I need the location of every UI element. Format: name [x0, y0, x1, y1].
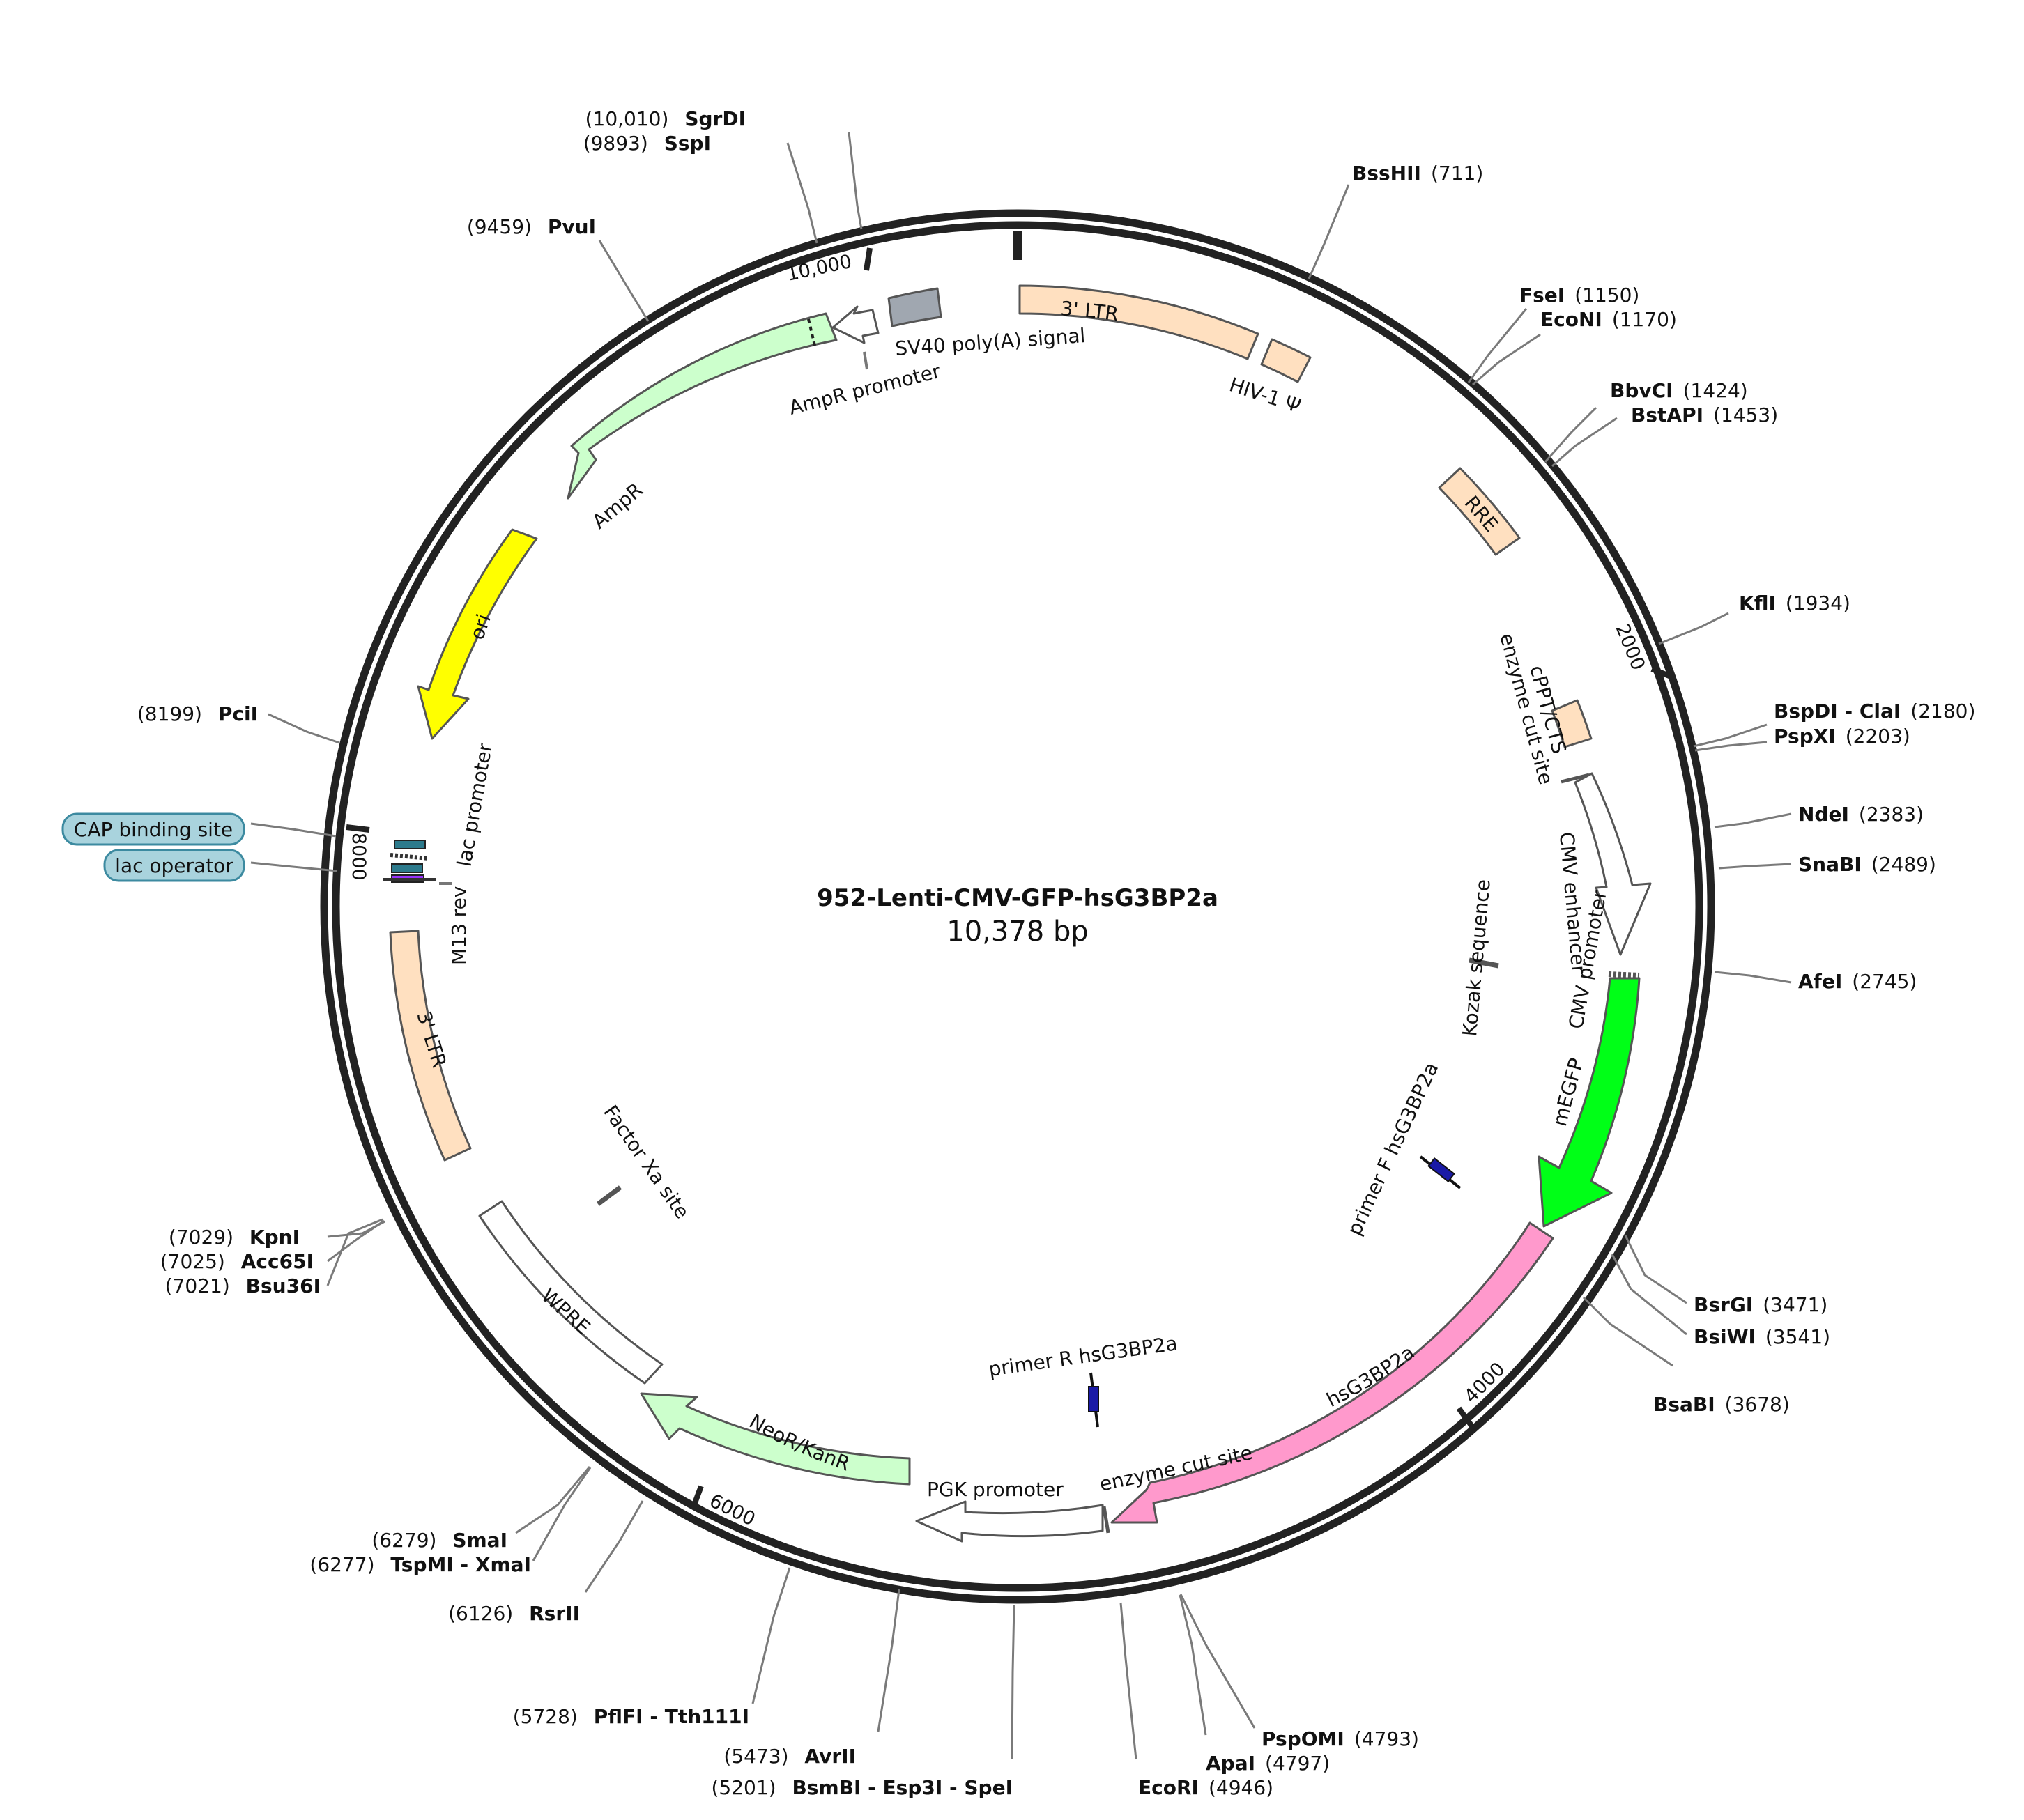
enzyme-bsiwi: BsiWI(3541)	[1694, 1325, 1830, 1348]
feature-cppt-cts	[1551, 699, 1593, 748]
enzyme-ecori: EcoRI(4946)	[1138, 1776, 1273, 1799]
feature-label-m13-rev: M13 rev	[447, 886, 470, 965]
feature-label-sv40-polya: SV40 poly(A) signal	[894, 324, 1086, 360]
feature-hsg3bp2a-cds	[1110, 1221, 1554, 1524]
enzyme-pspomi: PspOMI(4793)	[1262, 1727, 1419, 1750]
feature-factor-xa-site	[596, 1185, 622, 1206]
feature-enzyme-cut-site-top	[1561, 773, 1590, 784]
tick-mark-4000	[1456, 1406, 1475, 1428]
enzyme-apai: ApaI(4797)	[1206, 1752, 1330, 1775]
enzyme-avrii: (5473) AvrII	[723, 1745, 856, 1768]
feature-label-ampr: AmpR	[588, 478, 647, 533]
pill-label-lac-operator: lac operator	[115, 854, 233, 877]
feature-label-factor-xa-site: Factor Xa site	[599, 1101, 693, 1223]
tick-mark-10000	[864, 247, 873, 271]
feature-label-primer-f: primer F hsG3BP2a	[1342, 1058, 1443, 1239]
enzyme-pcii: (8199) PciI	[137, 702, 258, 725]
feature-enzyme-cut-site-bottom	[1102, 1506, 1110, 1534]
tick-mark-2000	[1650, 666, 1674, 680]
tick-mark-8000	[346, 824, 370, 833]
enzyme-sgrdi: (10,010) SgrDI	[585, 107, 746, 130]
enzyme-bsshii: BssHII(711)	[1352, 162, 1483, 185]
feature-megfp	[1538, 977, 1641, 1228]
plasmid-name: 952-Lenti-CMV-GFP-hsG3BP2a	[817, 884, 1218, 912]
feature-label-primer-r: primer R hsG3BP2a	[987, 1332, 1179, 1381]
feature-rre	[1438, 467, 1521, 556]
tick-mark-6000	[690, 1485, 704, 1510]
enzyme-smai: (6279) SmaI	[371, 1529, 507, 1552]
enzyme-bsabi: BsaBI(3678)	[1653, 1393, 1790, 1416]
feature-primer-f-hsg3bp2a	[1419, 1155, 1462, 1189]
enzyme-snabi: SnaBI(2489)	[1798, 853, 1936, 876]
feature-label-lac-promoter: lac promoter	[452, 741, 497, 869]
feature-kozak-sequence	[1469, 957, 1499, 969]
enzyme-bbvci: BbvCI(1424)	[1610, 379, 1748, 402]
enzyme-kfli: KflI(1934)	[1739, 592, 1850, 615]
enzyme-pvui: (9459) PvuI	[467, 215, 596, 238]
feature-3-ltr-top	[1018, 284, 1259, 360]
enzyme-tspmi-xmai: (6277) TspMI - XmaI	[309, 1553, 531, 1576]
enzyme-ndei: NdeI(2383)	[1798, 803, 1924, 826]
enzyme-econi: EcoNI(1170)	[1540, 308, 1677, 331]
backbone-ring	[320, 209, 1715, 1604]
feature-cmv-enhancer	[1574, 772, 1652, 956]
feature-label-ampr-promoter: AmpR promoter	[787, 360, 943, 419]
feature-cmv-promoter	[1608, 971, 1640, 978]
feature-ori	[417, 528, 538, 740]
feature-lac-region	[383, 840, 452, 885]
enzyme-bsmbi-esp3i-spei: (5201) BsmBI - Esp3I - SpeI	[711, 1776, 1013, 1799]
feature-primer-r-hsg3bp2a	[1088, 1372, 1099, 1428]
feature-pgk-promoter	[915, 1500, 1104, 1543]
enzyme-bsu36i: (7021) Bsu36I	[165, 1274, 321, 1297]
feature-neor-kanr	[640, 1392, 911, 1486]
enzyme-acc65i: (7025) Acc65I	[160, 1250, 314, 1273]
plasmid-length: 10,378 bp	[946, 916, 1088, 948]
enzyme-bsrgi: BsrGI(3471)	[1694, 1293, 1827, 1316]
feature-ampr-promoter	[831, 305, 880, 344]
feature-wpre	[478, 1200, 664, 1385]
enzyme-bstapi: BstAPI(1453)	[1631, 403, 1778, 426]
enzyme-pflfi-tth111i: (5728) PflFI - Tth111I	[513, 1705, 749, 1728]
enzyme-bspdi-clai: BspDI - ClaI(2180)	[1774, 700, 1975, 723]
feature-3-ltr-left	[389, 930, 472, 1162]
site-pills: CAP binding site lac operator	[61, 812, 245, 882]
feature-label-pgk-promoter: PGK promoter	[927, 1478, 1064, 1501]
enzyme-afei: AfeI(2745)	[1798, 970, 1917, 993]
pill-lac-operator	[103, 849, 245, 882]
tick-label-8000: 8000	[348, 833, 369, 881]
feature-hiv-1-psi	[1260, 338, 1312, 383]
enzyme-labels: (10,010) SgrDI (9893) SspI BssHII(711) (…	[137, 107, 1976, 1799]
feature-label-kozak-sequence: Kozak sequence	[1458, 879, 1495, 1038]
plasmid-center-label: 952-Lenti-CMV-GFP-hsG3BP2a 10,378 bp	[817, 884, 1218, 948]
pill-label-cap-binding-site: CAP binding site	[74, 818, 233, 841]
feature-ampr	[567, 312, 838, 500]
feature-sv40-polya	[887, 287, 942, 327]
enzyme-rsrii: (6126) RsrII	[448, 1602, 580, 1625]
enzyme-kpni: (7029) KpnI	[169, 1226, 300, 1249]
enzyme-pspxi: PspXI(2203)	[1774, 725, 1910, 748]
pill-cap-binding-site	[61, 812, 245, 846]
enzyme-fsei: FseI(1150)	[1519, 284, 1639, 307]
enzyme-leaders	[250, 132, 1792, 1760]
features	[383, 284, 1652, 1543]
enzyme-sspi: (9893) SspI	[583, 132, 711, 155]
